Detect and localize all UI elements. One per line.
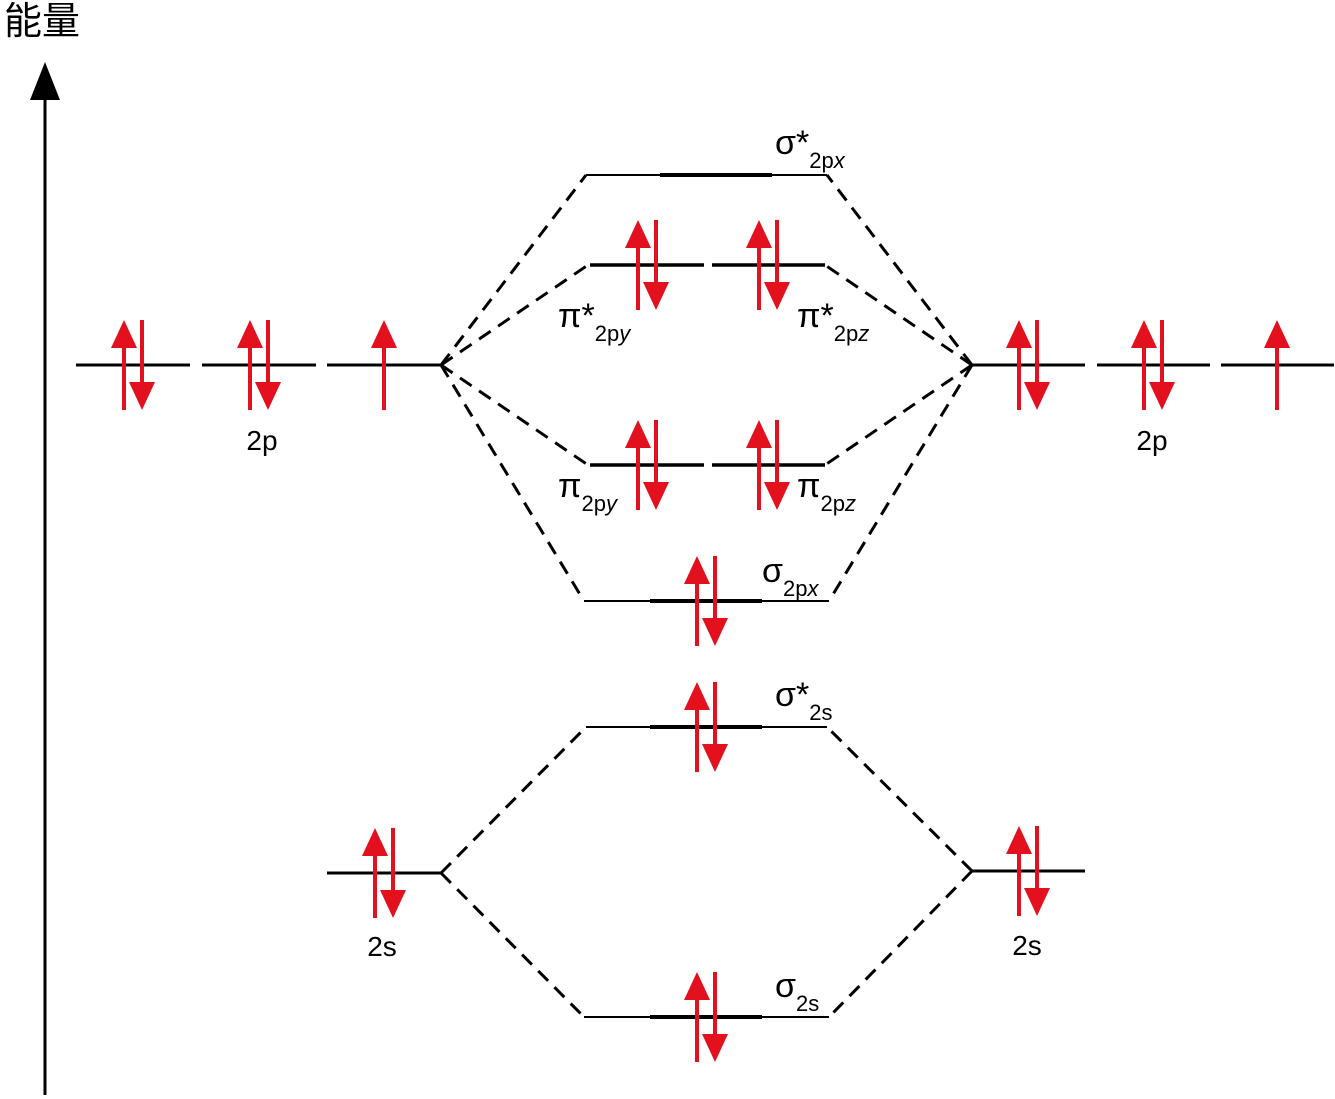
right-2p-2-electron-down bbox=[1149, 320, 1175, 410]
pi-star-2py-electron-down bbox=[643, 220, 669, 310]
pi-star-2py-electron-up bbox=[625, 220, 651, 310]
label-sigma-2px: σ2px bbox=[762, 552, 819, 601]
labels: 2p 2p 2s 2s σ*2px π*2py π*2pz π2py π2pz … bbox=[246, 124, 1167, 1016]
label-pi-2pz: π2pz bbox=[797, 467, 856, 516]
label-pi-star-2pz: π*2pz bbox=[797, 297, 869, 346]
energy-axis-label: 能量 bbox=[4, 0, 81, 43]
correlation-lines bbox=[439, 174, 974, 1019]
pi-2py-electron-up bbox=[625, 420, 651, 510]
label-pi-star-2py: π*2py bbox=[558, 297, 632, 346]
right-2p-3-electron-up bbox=[1264, 320, 1290, 410]
left-2p-3-electron-up bbox=[371, 320, 397, 410]
right-2s-electron-up bbox=[1006, 826, 1032, 916]
pi-star-2pz-electron-up bbox=[746, 220, 772, 310]
pi-star-2pz-electron-down bbox=[764, 220, 790, 310]
electrons bbox=[111, 220, 1290, 1062]
right-2p-1-electron-down bbox=[1024, 320, 1050, 410]
energy-axis bbox=[30, 62, 60, 1095]
left-2p-1-electron-up bbox=[111, 320, 137, 410]
label-pi-2py: π2py bbox=[558, 467, 619, 516]
label-right-2p: 2p bbox=[1136, 425, 1167, 456]
right-2p-2-electron-up bbox=[1131, 320, 1157, 410]
sigma-2px-electron-up bbox=[684, 556, 710, 646]
label-sigma-2s: σ2s bbox=[775, 967, 819, 1016]
energy-levels bbox=[76, 173, 1334, 1019]
sigma-2s-electron-down bbox=[702, 972, 728, 1062]
right-2s-electron-down bbox=[1024, 826, 1050, 916]
label-left-2p: 2p bbox=[246, 425, 277, 456]
label-right-2s: 2s bbox=[1012, 930, 1042, 961]
pi-2py-electron-down bbox=[643, 420, 669, 510]
left-2s-electron-down bbox=[380, 828, 406, 918]
sigma-2s-electron-up bbox=[684, 972, 710, 1062]
left-2p-2-electron-up bbox=[237, 320, 263, 410]
left-2p-2-electron-down bbox=[255, 320, 281, 410]
label-sigma-star-2s: σ*2s bbox=[775, 676, 832, 725]
right-2p-1-electron-up bbox=[1006, 320, 1032, 410]
left-2p-1-electron-down bbox=[129, 320, 155, 410]
pi-2pz-electron-down bbox=[764, 420, 790, 510]
label-left-2s: 2s bbox=[367, 931, 397, 962]
sigma-star-2s-electron-up bbox=[684, 682, 710, 772]
left-2s-electron-up bbox=[362, 828, 388, 918]
label-sigma-star-2px: σ*2px bbox=[775, 124, 846, 173]
sigma-star-2s-electron-down bbox=[702, 682, 728, 772]
pi-2pz-electron-up bbox=[746, 420, 772, 510]
sigma-2px-electron-down bbox=[702, 556, 728, 646]
